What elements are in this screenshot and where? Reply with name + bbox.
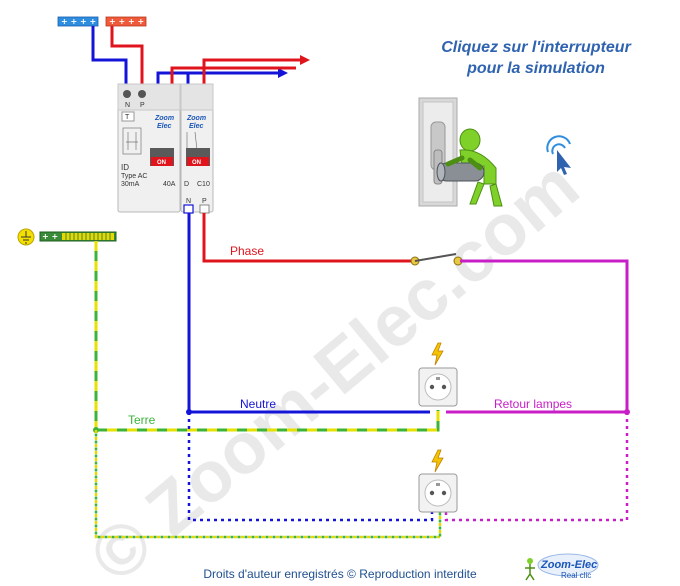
neutral-label: Neutre [240,397,276,411]
id-on-label: ON [157,160,166,166]
differential-breaker: N P T Zoom Elec ON ID Type AC 30mA 40A [117,83,181,213]
supply-phase-wire [110,26,144,86]
test-button[interactable] [121,111,135,122]
id-amps-label: 40A [163,181,176,188]
zoom-elec-logo: Zoom-Elec Real clic [525,553,599,581]
id-brand-line1: Zoom [154,115,174,122]
lightning-icon [431,342,444,366]
earth-busbar: + + [39,231,117,242]
earth-label: Terre [128,413,156,427]
logo-sub-text: Real clic [561,571,591,580]
logo-figure-icon [525,558,535,581]
id-type-label: Type AC [121,173,147,180]
return-wire-dotted [444,412,629,522]
id-brand-line2: Elec [157,123,172,130]
c10-rating-label: C10 [197,181,210,188]
c10-on-label: ON [192,160,201,166]
logo-main-text: Zoom-Elec [540,559,597,571]
outlet-1 [418,367,458,407]
outgoing-phase-wire-2 [186,71,190,86]
light-switch[interactable] [410,253,463,266]
c10-brand-line1: Zoom [186,115,206,122]
id-terminal-p: P [140,102,145,109]
svg-text:+ + + +: + + + + [61,17,96,26]
lightning-icon [431,449,444,473]
c10-terminal-p: P [202,198,207,205]
c10-brand-line2: Elec [189,123,204,130]
return-wire [446,259,629,414]
phase-wire [202,213,415,263]
id-label: ID [121,163,129,172]
c10-terminal-n: N [186,198,191,205]
instruction-title-line2: pour la simulation [466,60,605,77]
id-ma-label: 30mA [121,181,140,188]
svg-text:+ + + +: + + + + [109,17,144,26]
copyright-notice: Droits d'auteur enregistrés © Reproducti… [203,567,477,581]
c10-breaker: Zoom Elec ON D C10 N P [180,83,214,214]
return-label: Retour lampes [494,397,572,411]
supply-neutral-wire [91,26,128,86]
id-terminal-n: N [125,102,130,109]
test-button-label: T [125,114,130,121]
phase-label: Phase [230,244,264,258]
person-pressing-switch-icon[interactable] [418,97,503,207]
outgoing-phase-wire-1 [170,66,296,86]
earth-wire-dotted [94,430,442,539]
ground-symbol-icon [17,228,35,246]
click-hand-icon [546,135,571,175]
differential-symbol-icon [122,127,142,155]
c10-d-label: D [184,181,189,188]
outlet-2 [418,473,458,513]
phase-busbar: + + + + [105,16,147,27]
instruction-title-line1: Cliquez sur l'interrupteur [441,39,631,56]
neutral-busbar: + + + + [57,16,99,27]
svg-text:+ +: + + [42,232,58,241]
outgoing-neutral-wire [156,71,278,86]
